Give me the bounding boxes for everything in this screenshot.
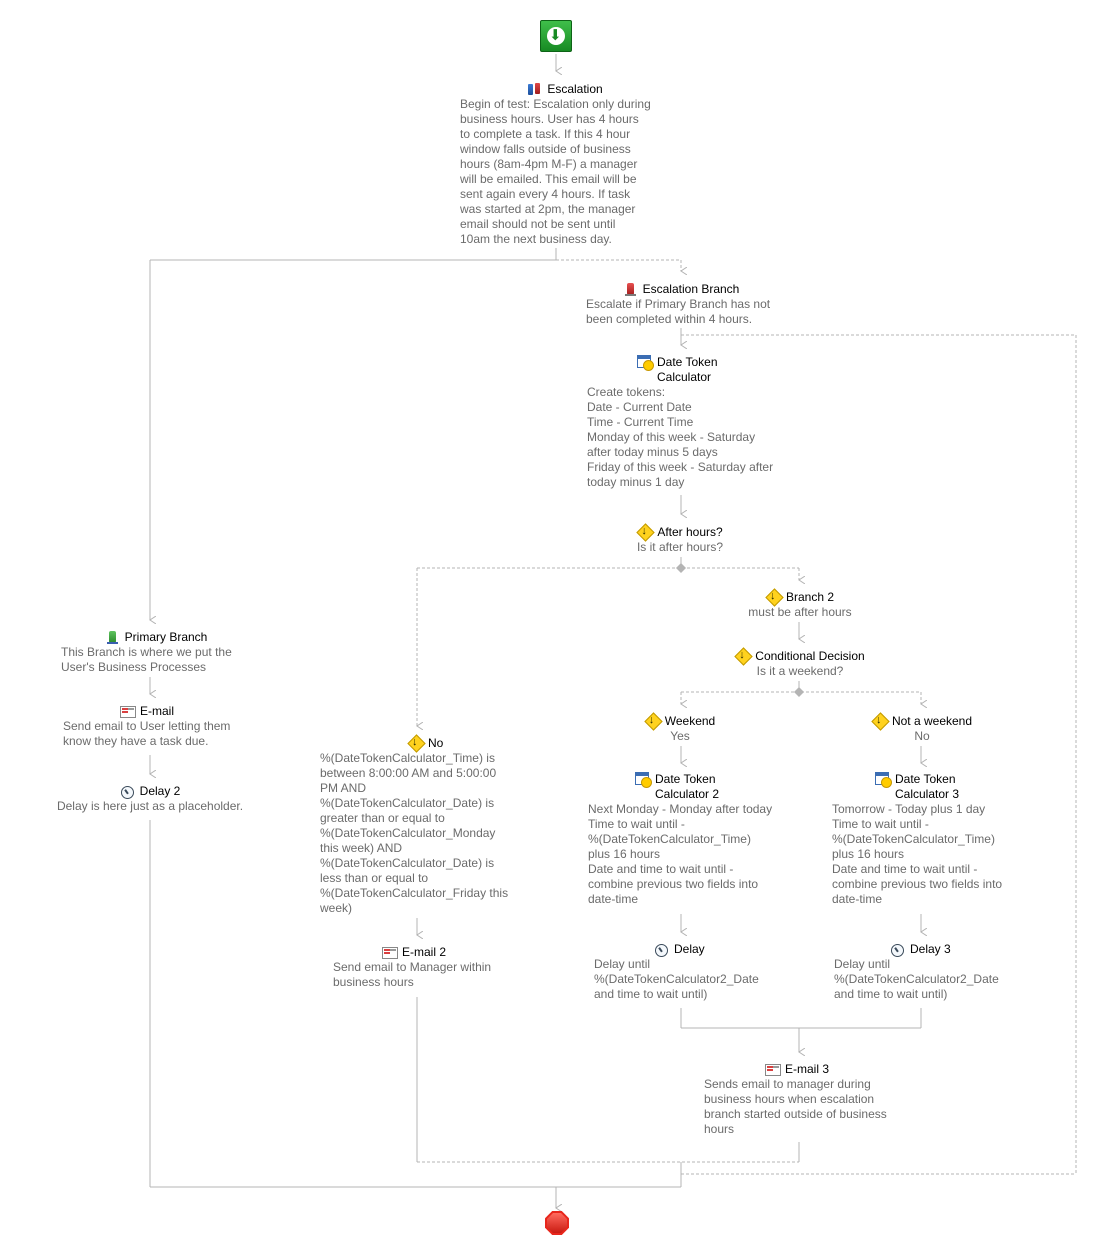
decision-icon [637,524,653,540]
after-hours-description: Is it after hours? [636,540,724,554]
primary-branch-icon [105,630,121,645]
escalation-description: Begin of test: Escalation only during bu… [460,97,651,246]
calculator-icon [637,355,654,371]
not-a-weekend-title: Not a weekend [891,714,973,728]
escalation-title: Escalation [547,82,603,96]
delay-icon [890,942,906,957]
date-token-calculator-3-description: Tomorrow - Today plus 1 day Time to wait… [832,802,1003,906]
weekend-title: Weekend [664,714,716,728]
email-icon [764,1062,781,1077]
escalation-node[interactable]: Escalation Begin of test: Escalation onl… [460,82,670,247]
conditional-decision-description: Is it a weekend? [756,664,844,678]
decision-icon [872,713,888,729]
date-token-calculator-description: Create tokens: Date - Current Date Time … [587,385,774,489]
branch-2-description: must be after hours [748,605,852,619]
date-token-calculator-node[interactable]: Date Token Calculator Create tokens: Dat… [587,355,787,490]
no-title: No [428,736,444,750]
conditional-decision-title: Conditional Decision [755,649,865,663]
branch-2-title: Branch 2 [785,590,835,604]
delay-node[interactable]: Delay Delay until %(DateTokenCalculator2… [594,942,784,1002]
email-2-node[interactable]: E-mail 2 Send email to Manager within bu… [333,945,513,990]
calculator-icon [635,772,652,788]
conditional-decision-node[interactable]: Conditional Decision Is it a weekend? [710,648,890,679]
start-node[interactable] [540,20,572,52]
no-description: %(DateTokenCalculator_Time) is between 8… [320,751,509,915]
delay-icon [654,942,670,957]
decision-icon [645,713,661,729]
email-description: Send email to User letting them know the… [63,719,231,748]
not-a-weekend-description: No [914,729,930,743]
email-2-description: Send email to Manager within business ho… [333,960,492,989]
delay-3-title: Delay 3 [910,942,951,956]
delay-description: Delay until %(DateTokenCalculator2_Date … [594,957,759,1001]
decision-icon [735,648,751,664]
delay-3-node[interactable]: Delay 3 Delay until %(DateTokenCalculato… [834,942,1024,1002]
delay-icon [120,784,136,799]
weekend-description: Yes [670,729,690,743]
escalation-branch-node[interactable]: Escalation Branch Escalate if Primary Br… [586,282,796,327]
end-node[interactable] [545,1211,569,1235]
escalation-branch-title: Escalation Branch [642,282,740,296]
escalation-branch-icon [623,282,639,297]
weekend-node[interactable]: Weekend Yes [620,713,740,744]
date-token-calculator-2-title: Date Token Calculator 2 [655,772,720,801]
delay-2-title: Delay 2 [139,784,181,798]
branch-2-node[interactable]: Branch 2 must be after hours [720,589,880,620]
escalation-icon [527,82,543,97]
date-token-calculator-2-description: Next Monday - Monday after today Time to… [588,802,773,906]
delay-2-description: Delay is here just as a placeholder. [56,799,244,813]
decision-icon [766,589,782,605]
delay-title: Delay [674,942,705,956]
calculator-icon [875,772,892,788]
delay-3-description: Delay until %(DateTokenCalculator2_Date … [834,957,999,1001]
date-token-calculator-3-title: Date Token Calculator 3 [895,772,960,801]
email-3-description: Sends email to manager during business h… [704,1077,887,1136]
primary-branch-description: This Branch is where we put the User's B… [61,645,232,674]
delay-2-node[interactable]: Delay 2 Delay is here just as a placehol… [50,784,250,814]
primary-branch-title: Primary Branch [124,630,208,644]
date-token-calculator-title: Date Token Calculator [657,355,718,384]
after-hours-title: After hours? [657,525,723,539]
email-icon [381,945,398,960]
email-node[interactable]: E-mail Send email to User letting them k… [63,704,253,749]
email-icon [119,704,136,719]
after-hours-node[interactable]: After hours? Is it after hours? [600,524,760,555]
decision-icon [408,735,424,751]
escalation-branch-description: Escalate if Primary Branch has not been … [586,297,771,326]
date-token-calculator-2-node[interactable]: Date Token Calculator 2 Next Monday - Mo… [588,772,788,907]
primary-branch-node[interactable]: Primary Branch This Branch is where we p… [61,630,251,675]
email-title: E-mail [140,704,175,718]
email-2-title: E-mail 2 [402,945,447,959]
not-a-weekend-node[interactable]: Not a weekend No [862,713,982,744]
no-node[interactable]: No %(DateTokenCalculator_Time) is betwee… [320,735,525,916]
date-token-calculator-3-node[interactable]: Date Token Calculator 3 Tomorrow - Today… [832,772,1032,907]
email-3-title: E-mail 3 [785,1062,830,1076]
email-3-node[interactable]: E-mail 3 Sends email to manager during b… [704,1062,904,1137]
